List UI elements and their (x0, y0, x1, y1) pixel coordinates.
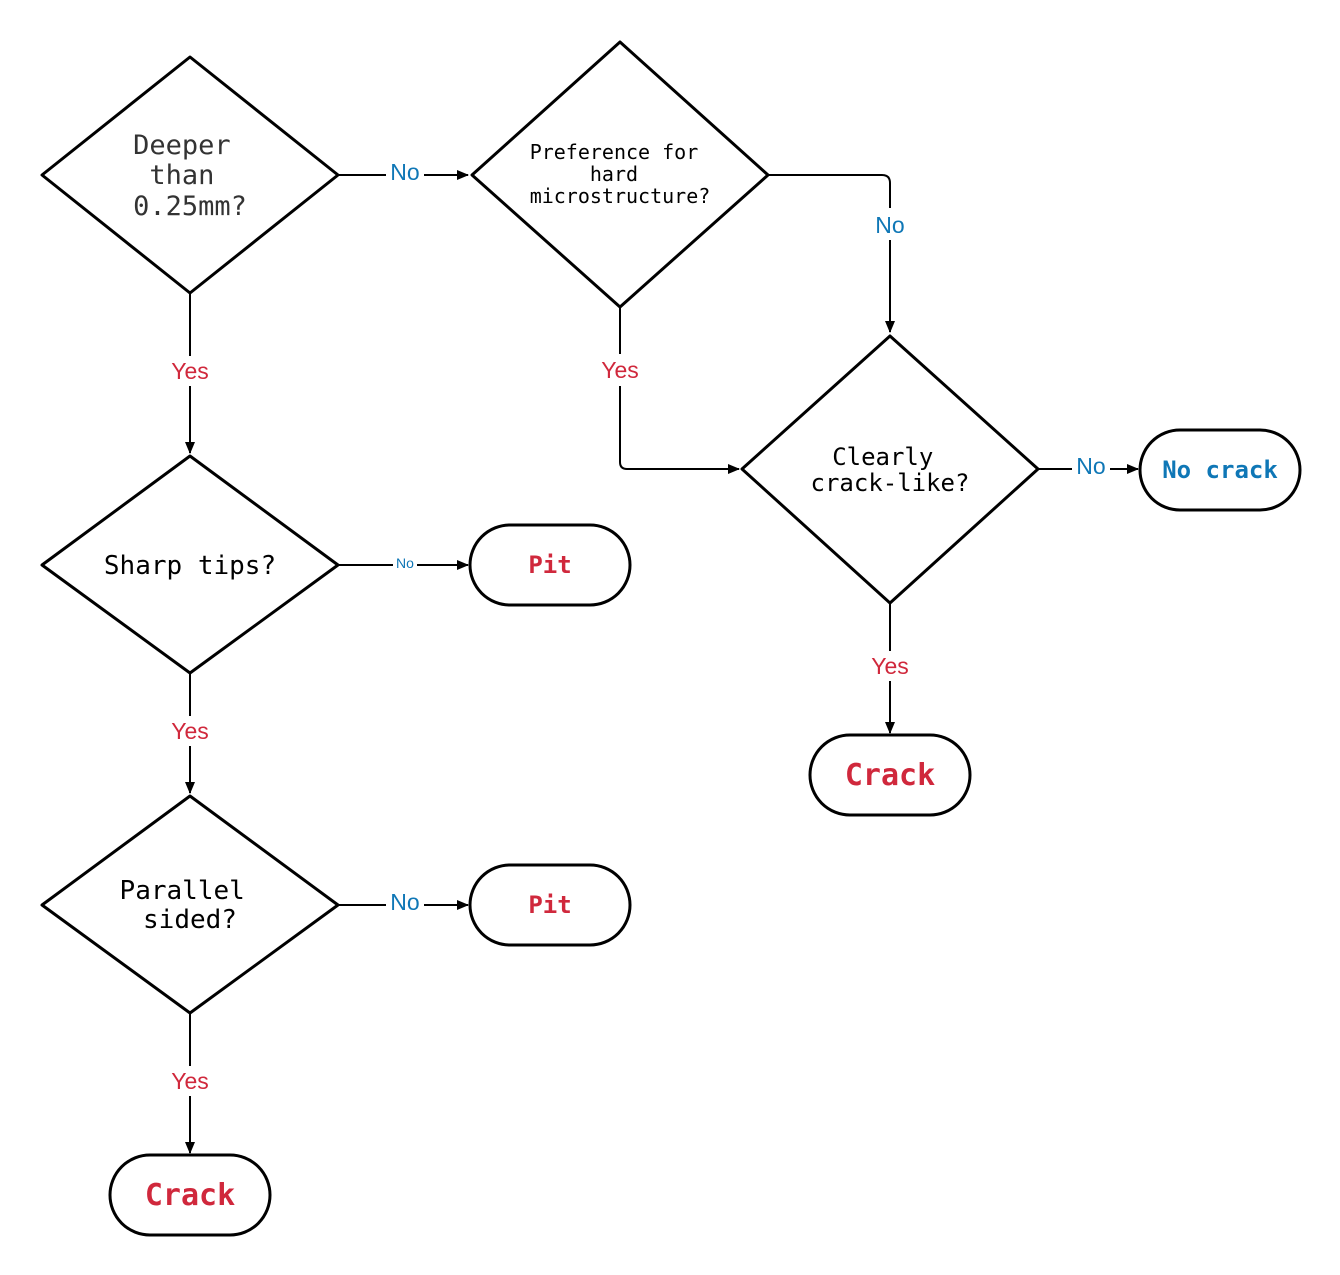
edge-label-preference-no: No (875, 212, 904, 238)
terminal-pit-2: Pit (468, 863, 632, 947)
decision-sharp-tips-line-1: Sharp tips? (104, 551, 276, 581)
edge-preference-no: No (768, 174, 910, 333)
terminal-crack-right-label: Crack (845, 758, 935, 793)
edge-label-sharp-yes: Yes (171, 718, 209, 744)
terminal-crack-left: Crack (108, 1153, 272, 1237)
edge-label-preference-yes: Yes (601, 357, 639, 383)
edge-parallel-yes: Yes (168, 1013, 212, 1154)
edge-deeper-no: No (338, 159, 469, 186)
decision-sharp-tips: Sharp tips? (40, 454, 340, 675)
decision-preference-line-3: microstructure? (530, 184, 711, 208)
edge-label-clearly-yes: Yes (871, 653, 909, 679)
terminal-pit-1: Pit (468, 523, 632, 607)
edge-sharp-yes: Yes (168, 673, 212, 794)
terminal-pit-2-label: Pit (528, 891, 571, 919)
decision-clearly-line-2: crack-like? (811, 469, 970, 497)
edge-label-deeper-yes: Yes (171, 358, 209, 384)
decision-deeper-line-3: 0.25mm? (133, 191, 247, 222)
edge-label-parallel-yes: Yes (171, 1068, 209, 1094)
edge-label-clearly-no: No (1076, 453, 1105, 479)
edge-clearly-yes: Yes (868, 603, 912, 734)
decision-deeper: Deeper than 0.25mm? (40, 55, 340, 295)
decision-deeper-line-1: Deeper (133, 130, 231, 161)
svg-text:Preference for hard: Preference for hard microstructure? (530, 140, 711, 208)
terminal-pit-1-label: Pit (528, 551, 571, 579)
svg-text:Deeper than 0.25mm: Deeper than 0.25mm? (133, 130, 247, 222)
edge-preference-yes: Yes (598, 307, 740, 474)
svg-text:Parallel sided?: Parallel sided? (120, 876, 261, 935)
edge-label-deeper-no: No (390, 159, 419, 185)
decision-deeper-line-2: than (149, 160, 214, 191)
edge-parallel-no: No (338, 889, 469, 915)
svg-text:Sharp tips?: Sharp tips? (104, 551, 276, 581)
edge-sharp-no: No (338, 555, 469, 571)
decision-preference-line-2: hard (590, 162, 638, 186)
svg-text:Clearly crack-like?: Clearly crack-like? (811, 443, 970, 497)
edge-label-sharp-no: No (396, 555, 414, 571)
terminal-crack-left-label: Crack (145, 1178, 235, 1213)
terminal-no-crack-label: No crack (1162, 456, 1278, 484)
decision-parallel-sided-line-1: Parallel (120, 876, 245, 906)
decision-clearly-line-1: Clearly (832, 443, 933, 471)
terminal-no-crack: No crack (1138, 428, 1302, 512)
decision-parallel-sided-line-2: sided? (143, 905, 237, 935)
edge-label-parallel-no: No (390, 889, 419, 915)
decision-parallel-sided: Parallel sided? (40, 794, 340, 1015)
decision-preference-line-1: Preference for (530, 140, 699, 164)
decision-clearly-crack-like: Clearly crack-like? (740, 334, 1040, 605)
terminal-crack-right: Crack (808, 733, 972, 817)
decision-preference: Preference for hard microstructure? (470, 40, 770, 309)
edge-deeper-yes: Yes (168, 292, 212, 454)
edge-clearly-no: No (1038, 453, 1139, 480)
